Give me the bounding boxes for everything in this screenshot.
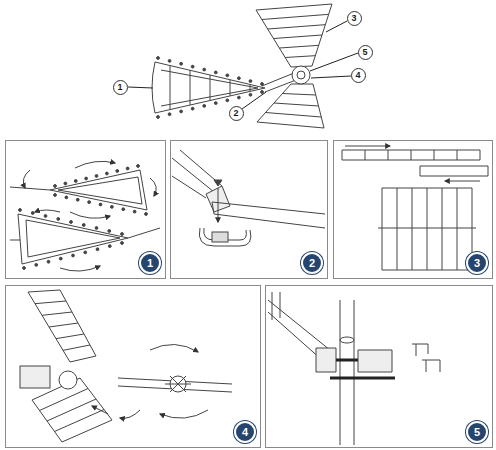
panel3-art	[342, 146, 488, 270]
step-badge: 3	[466, 252, 488, 274]
boom	[262, 73, 296, 92]
step-panel: 2	[170, 140, 328, 279]
step-number: 4	[242, 426, 248, 438]
step-panel: 1	[5, 140, 166, 279]
hub-centre	[297, 71, 305, 79]
callout-circle: 3	[347, 11, 362, 26]
reflector-rungs	[266, 94, 322, 118]
dipole-element	[152, 62, 265, 113]
step-number: 2	[309, 257, 315, 269]
callout-number: 1	[117, 82, 122, 92]
dipole-rungs	[170, 66, 250, 110]
reflector-rungs	[262, 14, 329, 57]
step-panel: 5	[265, 285, 493, 448]
panel4-art	[20, 290, 232, 442]
step-number: 1	[147, 257, 153, 269]
step-panel: 4	[5, 285, 261, 448]
callout-circle: 2	[229, 106, 244, 121]
callout-circle: 5	[358, 45, 373, 60]
callout-number: 3	[351, 13, 356, 23]
callout-number: 2	[233, 108, 238, 118]
panel2-art	[172, 150, 325, 246]
step-badge: 4	[234, 421, 256, 443]
hub	[292, 66, 310, 84]
upper-reflector	[256, 4, 332, 67]
callout-number: 5	[362, 47, 367, 57]
callout-circle: 1	[113, 80, 128, 95]
step-panel: 3	[333, 140, 493, 279]
dipole-dots	[157, 57, 264, 119]
callout-circle: 4	[351, 68, 366, 83]
lower-reflector	[257, 84, 324, 128]
dipole-inner	[161, 70, 258, 106]
panel1-art	[10, 161, 160, 271]
step-badge: 5	[466, 421, 488, 443]
leader-lines	[128, 21, 358, 109]
panel5-art	[268, 292, 440, 445]
step-badge: 1	[139, 252, 161, 274]
step-number: 3	[474, 257, 480, 269]
step-number: 5	[474, 426, 480, 438]
callout-number: 4	[355, 70, 360, 80]
step-badge: 2	[301, 252, 323, 274]
